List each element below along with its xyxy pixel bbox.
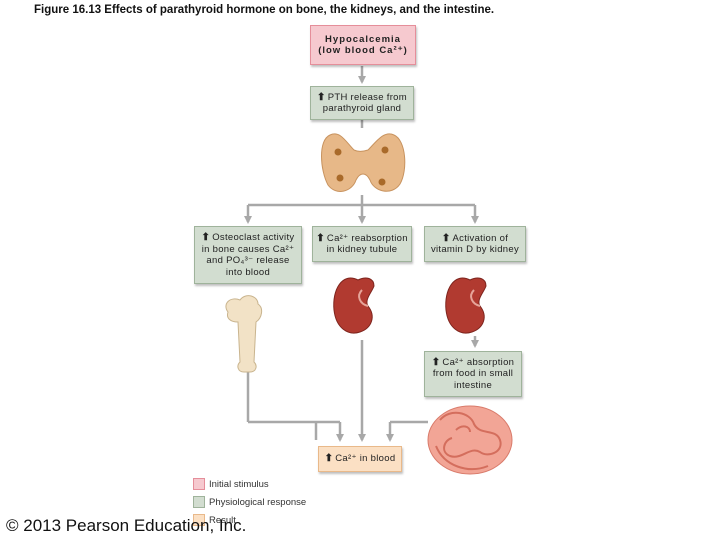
kidney-illustration-1 [333,277,375,334]
pth-release-box: ⬆PTH release from parathyroid gland [310,86,414,120]
absorption-line2: from food in small [432,368,514,380]
parathyroid-gland-illustration [321,133,406,192]
legend-label-result: Result [209,515,236,526]
reabsorption-line2: in kidney tubule [326,244,398,255]
bone-illustration [225,295,263,373]
up-arrow-icon: ⬆ [316,232,325,244]
osteoclast-line3: and PO₄³⁻ release [206,255,290,266]
osteoclast-line4: into blood [225,266,271,278]
vitamin-d-line1: Activation of [452,232,509,244]
absorption-line1: Ca²⁺ absorption [442,356,515,368]
up-arrow-icon: ⬆ [324,453,334,465]
vitamin-d-line2: vitamin D by kidney [430,244,520,255]
reabsorption-box: ⬆Ca²⁺ reabsorption in kidney tubule [312,226,412,262]
absorption-box: ⬆Ca²⁺ absorption from food in small inte… [424,351,522,397]
legend-swatch-result [193,514,205,526]
stimulus-line1: Hypocalcemia [325,33,401,45]
result-line1: Ca²⁺ in blood [335,453,396,465]
kidney-illustration-2 [445,277,487,334]
legend-swatch-response [193,496,205,508]
reabsorption-line1: Ca²⁺ reabsorption [326,232,408,244]
up-arrow-icon: ⬆ [201,232,211,243]
legend-swatch-stimulus [193,478,205,490]
osteoclast-line2: in bone causes Ca²⁺ [201,243,295,255]
pth-line1: PTH release from [327,91,407,103]
small-intestine-illustration [427,405,513,475]
result-box: ⬆Ca²⁺ in blood [318,446,402,472]
figure-title: Figure 16.13 Effects of parathyroid horm… [34,4,495,16]
stimulus-box: Hypocalcemia (low blood Ca²⁺) [310,25,416,65]
osteoclast-line1: Osteoclast activity [212,232,295,243]
vitamin-d-box: ⬆Activation of vitamin D by kidney [424,226,526,262]
legend-label-response: Physiological response [209,497,307,508]
osteoclast-box: ⬆Osteoclast activity in bone causes Ca²⁺… [194,226,302,284]
stimulus-line2: (low blood Ca²⁺) [318,45,408,56]
absorption-line3: intestine [453,379,493,391]
up-arrow-icon: ⬆ [441,232,451,244]
copyright-notice: © 2013 Pearson Education, Inc. [6,516,247,535]
up-arrow-icon: ⬆ [317,91,326,103]
up-arrow-icon: ⬆ [431,356,441,368]
legend-label-stimulus: Initial stimulus [209,479,269,490]
pth-line2: parathyroid gland [322,103,402,114]
